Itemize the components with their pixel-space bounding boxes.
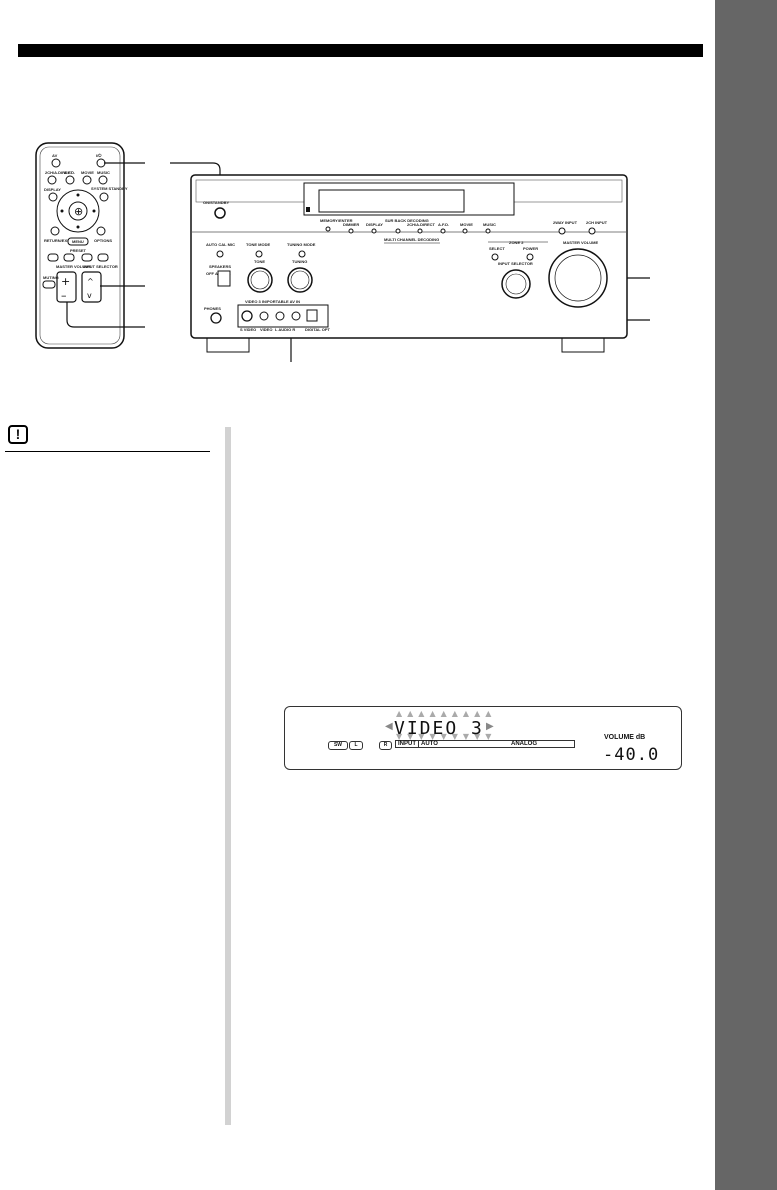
display-right-arrow: ▶	[486, 721, 494, 732]
svg-text:–: –	[61, 289, 67, 302]
remote-power-button	[96, 158, 106, 168]
svg-text:VIDEO 3 IN/PORTABLE AV IN: VIDEO 3 IN/PORTABLE AV IN	[245, 299, 300, 304]
speakers-switch	[217, 270, 231, 287]
indicator-l: L	[349, 741, 363, 750]
remote-menu-button	[67, 237, 89, 246]
svg-text:MUSIC: MUSIC	[483, 222, 496, 227]
standby-button	[214, 207, 226, 219]
receiver-foot-left	[206, 337, 250, 353]
remote-display-label: DISPLAY	[44, 187, 61, 192]
svg-text:SELECT: SELECT	[489, 246, 505, 251]
remote-return-label: RETURN/EXIT	[44, 238, 71, 243]
remote-preset-label: PRESET	[70, 248, 87, 253]
input-mode: AUTO	[418, 741, 438, 748]
remote-movie-button	[82, 175, 92, 185]
remote-power-label: I/⏻	[96, 153, 102, 158]
remote-master-volume-label: MASTER VOLUME	[56, 264, 91, 269]
master-volume-knob	[548, 248, 608, 308]
remote-2ch-label: 2CH/A.DIRECT	[45, 170, 74, 175]
svg-text:AUTO CAL MIC: AUTO CAL MIC	[206, 242, 235, 247]
svg-text:MEMORY/ENTER: MEMORY/ENTER	[320, 218, 353, 223]
remote-muting-label: MUTING	[43, 275, 59, 280]
svg-text:MASTER VOLUME: MASTER VOLUME	[563, 240, 598, 245]
note-divider	[5, 451, 210, 452]
remote-2ch-button	[47, 175, 57, 185]
svg-text:v: v	[87, 291, 92, 300]
svg-text:INPUT SELECTOR: INPUT SELECTOR	[498, 261, 533, 266]
input-info-strip: INPUT AUTO ANALOG	[395, 740, 575, 748]
remote-music-label: MUSIC	[97, 170, 110, 175]
display-left-arrow: ◀	[385, 721, 393, 732]
svg-text:DIGITAL OPT: DIGITAL OPT	[305, 327, 331, 332]
svg-text:MULTI CHANNEL DECODING: MULTI CHANNEL DECODING	[384, 237, 439, 242]
section-tab	[715, 0, 777, 1190]
svg-text:VIDEO: VIDEO	[260, 327, 272, 332]
remote-system-standby-label: SYSTEM STANDBY	[91, 186, 128, 191]
remote-return-button	[50, 226, 60, 236]
volume-value: -40.0	[603, 745, 660, 765]
display-segment-top: ▲▲▲▲▲▲▲▲▲	[396, 709, 497, 718]
remote-system-standby-button	[99, 192, 109, 202]
display-segment-bottom: ▼▼▼▼▼▼▼▼▼	[396, 732, 497, 741]
input-label: INPUT	[398, 741, 416, 747]
remote-enter-button	[68, 201, 88, 221]
remote-afd-button	[65, 175, 75, 185]
title-rule	[18, 44, 703, 57]
remote-display-button	[48, 192, 58, 202]
indicator-sw: SW	[328, 741, 348, 750]
svg-text:TONE MODE: TONE MODE	[246, 242, 270, 247]
phones-jack	[210, 312, 222, 324]
svg-text:SUR BACK DECODING: SUR BACK DECODING	[385, 218, 429, 223]
svg-text:⊕: ⊕	[74, 205, 83, 218]
svg-text:S VIDEO: S VIDEO	[240, 327, 256, 332]
svg-text:TONE: TONE	[254, 259, 265, 264]
remote-afd-label: A.F.D.	[64, 170, 75, 175]
tuning-knob	[287, 267, 313, 293]
front-panel-display: ▲▲▲▲▲▲▲▲▲ ▼▼▼▼▼▼▼▼▼ ◀ VIDEO 3 ▶ SW L R I…	[284, 706, 682, 770]
volume-label: VOLUME dB	[604, 734, 646, 741]
caution-icon: !	[8, 425, 28, 444]
svg-text:TUNING MODE: TUNING MODE	[287, 242, 316, 247]
svg-text:^: ^	[87, 277, 94, 286]
remote-input-rocker	[81, 271, 102, 303]
svg-text:+: +	[61, 275, 70, 288]
display-input-name: VIDEO 3	[394, 718, 484, 739]
svg-text:A.F.D.: A.F.D.	[438, 222, 449, 227]
svg-text:MOVIE: MOVIE	[460, 222, 473, 227]
remote-av-button	[51, 158, 61, 168]
receiver-illustration: AV I/⏻ 2CH/A.DIRECT A.F.D. MOVIE MUSIC D…	[35, 142, 650, 362]
svg-text:TUNING: TUNING	[292, 259, 307, 264]
svg-text:2CH INPUT: 2CH INPUT	[586, 220, 608, 225]
svg-text:SPEAKERS: SPEAKERS	[209, 264, 231, 269]
remote-menu-label: MENU	[72, 239, 84, 244]
svg-text:L AUDIO R: L AUDIO R	[275, 327, 295, 332]
standby-label: ON/STANDBY	[203, 200, 229, 205]
note-sidebar-bar	[225, 427, 231, 1125]
svg-text:DIMMER: DIMMER	[343, 222, 359, 227]
svg-text:2CH/A.DIRECT: 2CH/A.DIRECT	[407, 222, 436, 227]
remote-input-selector-label: INPUT SELECTOR	[83, 264, 118, 269]
remote-options-button	[96, 226, 106, 236]
receiver-foot-right	[561, 337, 605, 353]
tone-knob	[247, 267, 273, 293]
svg-text:ZONE 2: ZONE 2	[509, 240, 524, 245]
remote-av-label: AV	[52, 153, 58, 158]
remote-music-button	[98, 175, 108, 185]
signal-type: ANALOG	[511, 741, 537, 747]
svg-text:PHONES: PHONES	[204, 306, 221, 311]
remote-muting-button	[42, 280, 56, 289]
av-receiver: ON/STANDBY MEMORY/ENTER DIMMER DISPLAY S…	[190, 174, 628, 353]
indicator-r: R	[379, 741, 392, 750]
svg-text:2WAY INPUT: 2WAY INPUT	[553, 220, 578, 225]
svg-text:POWER: POWER	[523, 246, 538, 251]
remote-movie-label: MOVIE	[81, 170, 94, 175]
remote-options-label: OPTIONS	[94, 238, 112, 243]
svg-text:DISPLAY: DISPLAY	[366, 222, 383, 227]
remote-control: AV I/⏻ 2CH/A.DIRECT A.F.D. MOVIE MUSIC D…	[35, 142, 128, 349]
